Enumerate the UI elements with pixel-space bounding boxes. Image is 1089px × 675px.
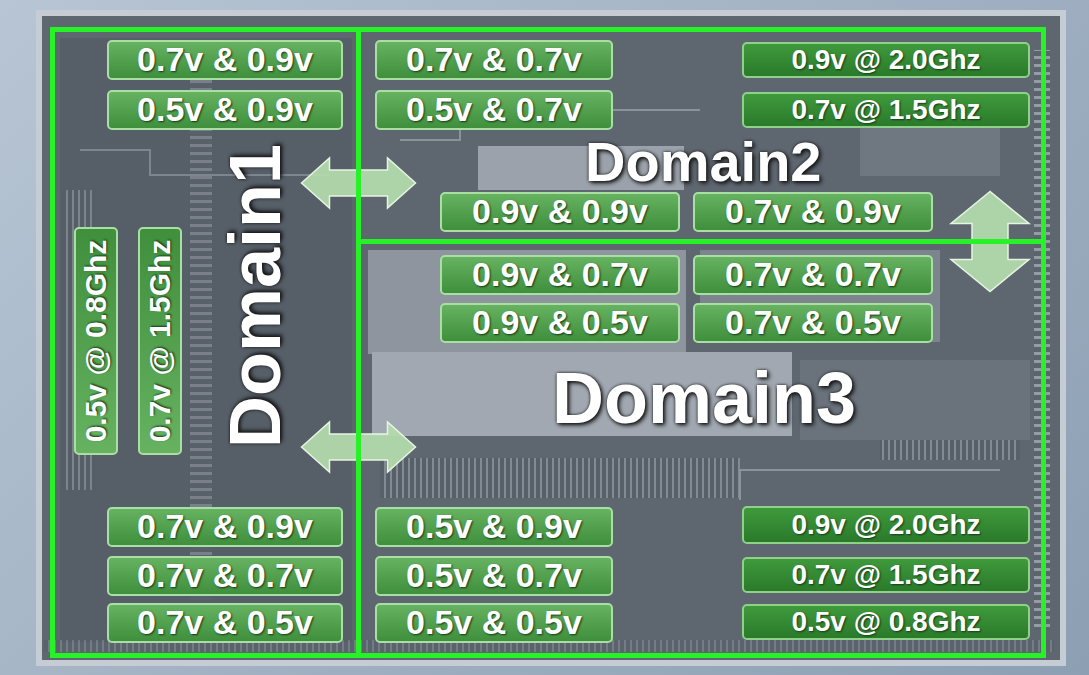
- domain-region: Domain1 0.7v & 0.9v 0.5v & 0.9v 0.5v @ 0.8G…: [50, 27, 361, 658]
- io-stripes: [880, 440, 1020, 460]
- voltage-box: 0.7v & 0.9v: [107, 40, 343, 80]
- box-label: 0.7v & 0.5v: [137, 605, 313, 641]
- domain-title: Domain2: [585, 134, 822, 190]
- trace: [80, 150, 330, 175]
- logic-area: [60, 38, 352, 642]
- box-label: 0.9v @ 2.0Ghz: [791, 45, 980, 74]
- voltage-box: 0.7v @ 1.5Ghz: [138, 227, 182, 455]
- voltage-box: 0.7v & 0.9v: [693, 192, 933, 232]
- box-label: 0.9v & 0.5v: [472, 305, 648, 341]
- box-label: 0.7v & 0.7v: [725, 257, 901, 293]
- box-label: 0.7v & 0.7v: [137, 558, 313, 594]
- box-label: 0.7v @ 1.5Ghz: [791, 95, 980, 124]
- frequency-box: 0.9v @ 2.0Ghz: [742, 42, 1030, 78]
- voltage-box: 0.5v & 0.9v: [375, 507, 613, 547]
- trace: [740, 470, 1000, 500]
- voltage-box: 0.5v & 0.5v: [375, 603, 613, 643]
- memory-block: [368, 250, 686, 354]
- box-label: 0.7v & 0.7v: [406, 42, 582, 78]
- box-label: 0.9v @ 2.0Ghz: [791, 510, 980, 539]
- die-body: [42, 16, 1060, 660]
- box-label: 0.7v & 0.5v: [725, 305, 901, 341]
- voltage-box: 0.9v & 0.5v: [440, 303, 680, 343]
- box-label: 0.5v & 0.7v: [406, 558, 582, 594]
- voltage-box: 0.5v & 0.7v: [375, 556, 613, 596]
- frequency-box: 0.5v @ 0.8Ghz: [742, 604, 1030, 640]
- frequency-box: 0.7v @ 1.5Ghz: [742, 92, 1030, 128]
- box-label: 0.5v & 0.9v: [137, 92, 313, 128]
- frequency-box: 0.7v @ 1.5Ghz: [742, 557, 1030, 593]
- voltage-box: 0.9v & 0.9v: [440, 192, 680, 232]
- box-label: 0.7v @ 1.5Ghz: [144, 240, 176, 443]
- voltage-box: 0.7v & 0.5v: [107, 603, 343, 643]
- voltage-box: 0.7v & 0.5v: [693, 303, 933, 343]
- box-label: 0.5v @ 0.8Ghz: [80, 240, 112, 443]
- voltage-box: 0.7v & 0.9v: [107, 507, 343, 547]
- voltage-box: 0.7v & 0.7v: [693, 255, 933, 295]
- voltage-box: 0.5v @ 0.8Ghz: [74, 227, 118, 455]
- box-label: 0.5v & 0.7v: [406, 92, 582, 128]
- voltage-box: 0.9v & 0.7v: [440, 255, 680, 295]
- voltage-box: 0.7v & 0.7v: [107, 556, 343, 596]
- die-rim: [36, 10, 1066, 666]
- voltage-box: 0.5v & 0.9v: [107, 90, 343, 130]
- io-stripes: [380, 458, 740, 498]
- box-label: 0.9v & 0.9v: [472, 194, 648, 230]
- frequency-box: 0.9v @ 2.0Ghz: [742, 506, 1030, 544]
- box-label: 0.5v @ 0.8Ghz: [791, 607, 980, 636]
- domain-region: Domain2 0.7v & 0.7v 0.5v & 0.7v 0.9v @ 2.0G…: [356, 27, 1046, 244]
- voltage-box: 0.5v & 0.7v: [375, 90, 613, 130]
- voltage-box: 0.7v & 0.7v: [375, 40, 613, 80]
- box-label: 0.7v @ 1.5Ghz: [791, 560, 980, 589]
- box-label: 0.7v & 0.9v: [137, 42, 313, 78]
- box-label: 0.5v & 0.5v: [406, 605, 582, 641]
- domain-title: Domain3: [552, 362, 856, 434]
- domain-title: Domain1: [219, 144, 291, 448]
- box-label: 0.5v & 0.9v: [406, 509, 582, 545]
- domain-region: Domain3 0.9v & 0.7v 0.7v & 0.7v 0.9v & 0.5v…: [356, 239, 1046, 658]
- box-label: 0.7v & 0.9v: [725, 194, 901, 230]
- box-label: 0.7v & 0.9v: [137, 509, 313, 545]
- box-label: 0.9v & 0.7v: [472, 257, 648, 293]
